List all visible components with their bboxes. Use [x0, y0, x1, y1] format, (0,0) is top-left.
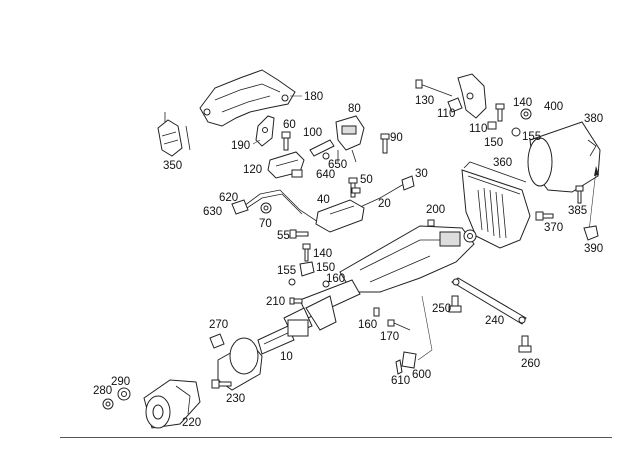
- label-220: 220: [182, 417, 201, 429]
- label-270: 270: [209, 319, 228, 331]
- bolt-210: [289, 297, 303, 305]
- label-390: 390: [584, 243, 603, 255]
- switch-80: [335, 115, 365, 163]
- label-385: 385: [568, 205, 587, 217]
- ring-290: [117, 387, 131, 401]
- nut-270: [209, 333, 225, 349]
- label-640: 640: [316, 169, 335, 181]
- bracket-180: [199, 69, 296, 127]
- nut-70: [260, 202, 272, 214]
- label-190: 190: [231, 140, 250, 152]
- bolt-160b: [373, 307, 380, 317]
- cover-380: [527, 121, 601, 193]
- label-40: 40: [317, 194, 330, 206]
- callout-labels: 180 350 190 60 100 80 90 120 650 640 50 …: [93, 91, 603, 429]
- label-110b: 110: [469, 123, 487, 135]
- nut-160a: [322, 280, 330, 288]
- bracket-350: [157, 112, 191, 157]
- label-240: 240: [485, 315, 504, 327]
- label-80: 80: [348, 103, 361, 115]
- label-60: 60: [283, 119, 296, 131]
- washer-150a: [487, 121, 497, 130]
- bolt-385: [575, 185, 584, 204]
- pin-100: [309, 139, 335, 160]
- washer-150b: [299, 261, 315, 277]
- bolt-260: [518, 335, 532, 353]
- coupling-220: [143, 379, 201, 429]
- bolt-200: [427, 219, 435, 227]
- bolt-250: [448, 295, 462, 313]
- label-160a: 160: [326, 273, 345, 285]
- label-150b: 150: [316, 262, 335, 274]
- label-130: 130: [415, 95, 434, 107]
- strut-240: [451, 277, 527, 325]
- intermediate-shaft-10: [217, 319, 309, 391]
- bolt-140b: [302, 243, 311, 262]
- housing-360: [461, 161, 531, 249]
- bolt-90: [380, 133, 390, 154]
- clip-390: [583, 225, 599, 241]
- washer-280: [102, 398, 114, 410]
- label-50: 50: [360, 174, 373, 186]
- label-100: 100: [303, 127, 322, 139]
- label-280: 280: [93, 385, 112, 397]
- bolt-130: [415, 79, 453, 97]
- label-180: 180: [304, 91, 323, 103]
- label-120: 120: [243, 164, 262, 176]
- label-10: 10: [280, 351, 293, 363]
- label-30: 30: [415, 168, 428, 180]
- label-290: 290: [111, 376, 130, 388]
- bottom-divider: [60, 437, 612, 438]
- label-350: 350: [163, 160, 182, 172]
- label-600: 600: [412, 369, 431, 381]
- label-155a: 155: [522, 131, 541, 143]
- label-620: 620: [219, 192, 238, 204]
- label-230: 230: [226, 393, 245, 405]
- label-170: 170: [380, 331, 399, 343]
- label-210: 210: [266, 296, 285, 308]
- label-400: 400: [544, 101, 563, 113]
- label-650: 650: [328, 159, 347, 171]
- label-160b: 160: [358, 319, 377, 331]
- bolt-60: [281, 131, 291, 151]
- bolt-230: [211, 379, 232, 389]
- label-110a: 110: [437, 108, 455, 120]
- bracket-190: [255, 115, 275, 147]
- nut-155b: [288, 278, 296, 286]
- label-610: 610: [391, 375, 410, 387]
- label-20: 20: [378, 198, 391, 210]
- label-370: 370: [544, 222, 563, 234]
- label-250: 250: [432, 303, 451, 315]
- module-40: [315, 199, 365, 233]
- bolt-370: [535, 211, 554, 221]
- cable-20: [231, 175, 415, 223]
- bracket-110: [447, 73, 487, 119]
- bolt-55: [289, 229, 309, 239]
- nut-400: [511, 108, 532, 137]
- label-150a: 150: [484, 137, 503, 149]
- label-140b: 140: [313, 248, 332, 260]
- label-200: 200: [426, 204, 445, 216]
- bolt-170: [387, 319, 411, 331]
- label-380: 380: [584, 113, 603, 125]
- bolt-140a: [495, 103, 505, 122]
- bracket-600: [395, 351, 417, 375]
- label-360: 360: [493, 157, 512, 169]
- switch-120: [267, 151, 305, 179]
- label-140a: 140: [513, 97, 532, 109]
- label-55: 55: [277, 230, 290, 242]
- bolt-50: [348, 177, 361, 198]
- label-260: 260: [521, 358, 540, 370]
- label-630: 630: [203, 206, 222, 218]
- label-90: 90: [390, 132, 403, 144]
- label-70: 70: [259, 218, 272, 230]
- label-155b: 155: [277, 265, 296, 277]
- steering-column: [283, 225, 477, 335]
